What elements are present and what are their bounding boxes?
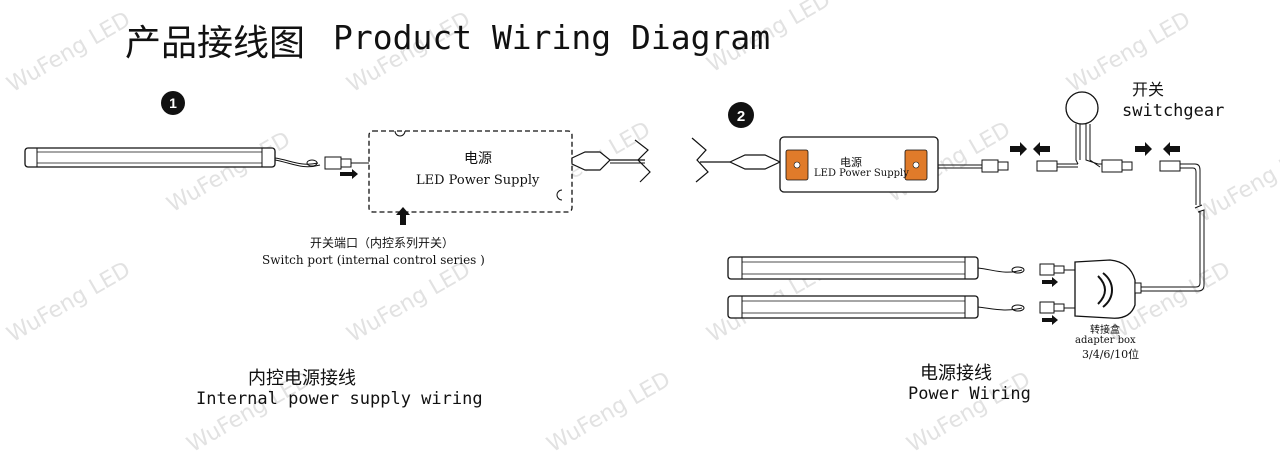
step-marker-2-label: 2 (737, 108, 745, 125)
wiring-drawing: 1 2 (24, 91, 1205, 325)
adapter-ports-label: 3/4/6/10位 (1082, 348, 1140, 361)
caption1-cn: 内控电源接线 (248, 368, 356, 389)
adapter-box (1074, 259, 1142, 319)
switch-port-label-en: Switch port (internal control series ) (262, 253, 485, 267)
power-supply-box-2 (779, 136, 939, 193)
ps1-label-en: LED Power Supply (416, 173, 540, 188)
caption1-en: Internal power supply wiring (196, 389, 483, 409)
led-bar-diagram1 (24, 147, 276, 168)
switch-label-cn: 开关 (1132, 80, 1165, 99)
ps2-label-cn: 电源 (840, 156, 862, 169)
led-bar-diagram2-bottom (727, 295, 979, 319)
caption2-cn: 电源接线 (920, 363, 992, 384)
adapter-label-cn: 转接盒 (1090, 325, 1120, 336)
switch-port-label-cn: 开关端口（内控系列开关） (310, 236, 455, 250)
switch-symbol (1065, 91, 1101, 168)
title-english: Product Wiring Diagram (333, 18, 771, 57)
ps1-label-cn: 电源 (464, 151, 492, 167)
adapter-label-en: adapter box (1075, 335, 1136, 346)
step-marker-1-label: 1 (169, 95, 177, 111)
caption2-en: Power Wiring (908, 384, 1031, 404)
wiring-diagram-page: WuFeng LED WuFeng LED WuFeng LED WuFeng … (3, 0, 1280, 458)
switch-label-en: switchgear (1122, 101, 1225, 121)
step-marker-2: 2 (728, 102, 754, 128)
step-marker-1: 1 (161, 91, 185, 115)
power-supply-box-1 (368, 130, 573, 213)
title-chinese: 产品接线图 (125, 23, 306, 64)
led-bar-diagram2-top (727, 256, 979, 280)
ps2-label-en: LED Power Supply (814, 168, 909, 179)
